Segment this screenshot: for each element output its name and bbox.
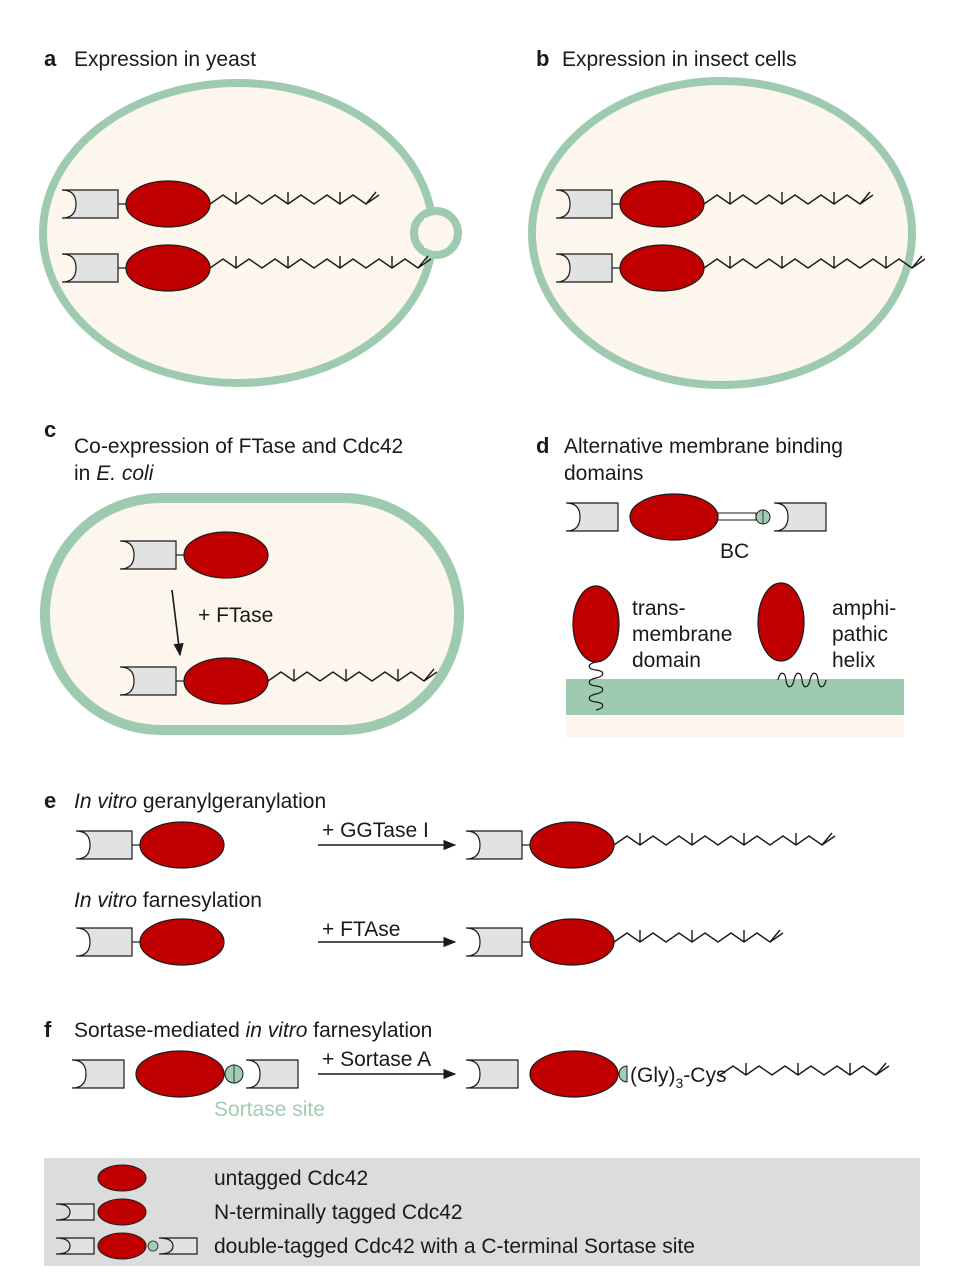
c-terminal-tag: [245, 1059, 299, 1089]
tagged-cdc42-unmodified: [119, 531, 269, 579]
legend-tagged-icon: [97, 1198, 147, 1226]
cdc42-protein: [529, 1050, 619, 1098]
ftase-arrow-label-e: + FTAse: [322, 918, 400, 941]
n-terminal-tag: [565, 502, 619, 532]
panel-c: c Co-expression of FTase and Cdc42 in E.…: [40, 417, 464, 735]
panel-c-title-line1: Co-expression of FTase and Cdc42: [74, 435, 403, 458]
legend: untagged Cdc42 N-terminally tagged Cdc42…: [44, 1158, 920, 1266]
tm-label-3: domain: [632, 649, 701, 672]
tagged-cdc42-geranylgeranyl: [61, 244, 432, 292]
panel-d-title-line1: Alternative membrane binding: [564, 435, 843, 458]
panel-e: e In vitro geranylgeranylation + GGTase …: [44, 788, 836, 966]
panel-b: b Expression in insect cells: [528, 46, 926, 389]
cdc42-protein: [135, 1050, 225, 1098]
panel-e-title-2: In vitro farnesylation: [74, 889, 262, 912]
panel-b-letter: b: [536, 46, 549, 71]
linker-label: (Gly)3-Cys: [630, 1064, 726, 1091]
ftase-arrow: [171, 589, 184, 657]
panel-d-title-line2: domains: [564, 462, 643, 485]
tm-label-2: membrane: [632, 623, 732, 646]
panel-d: d Alternative membrane binding domains B…: [536, 433, 904, 737]
bc-label: BC: [720, 540, 749, 563]
c-terminal-tag: [773, 502, 827, 532]
legend-double-tagged-icon: [97, 1232, 147, 1260]
legend-c-tag-icon: [158, 1237, 198, 1255]
ah-label-1: amphi-: [832, 597, 896, 620]
panel-a: a Expression in yeast: [39, 46, 462, 387]
cdc42-protein: [629, 493, 719, 541]
insect-cell: [528, 77, 916, 389]
n-terminal-tag: [71, 1059, 125, 1089]
ah-label-2: pathic: [832, 623, 888, 646]
legend-tag-icon: [55, 1203, 95, 1221]
n-terminal-tag: [465, 1059, 519, 1089]
tm-label-1: trans-: [632, 597, 686, 620]
tagged-cdc42-farnesyl: [119, 657, 438, 705]
panel-c-title-line2: in E. coli: [74, 462, 155, 485]
amphipathic-helix: [777, 672, 827, 688]
membrane: [566, 679, 904, 715]
tagged-cdc42-unmodified: [75, 918, 225, 966]
legend-item-untagged: untagged Cdc42: [214, 1167, 368, 1190]
legend-sortase-icon: [147, 1240, 159, 1252]
sortase-half-site: [618, 1065, 628, 1083]
tagged-cdc42-farnesyl: [61, 180, 380, 228]
panel-a-letter: a: [44, 46, 57, 71]
panel-f: f Sortase-mediated in vitro farnesylatio…: [44, 1017, 890, 1121]
sortase-site-label: Sortase site: [214, 1098, 325, 1121]
tagged-cdc42-geranylgeranyl: [465, 821, 836, 869]
tagged-cdc42-farnesyl: [555, 180, 874, 228]
legend-untagged-icon: [97, 1164, 147, 1192]
ftase-arrow-label: + FTase: [198, 604, 273, 627]
legend-tag-icon: [55, 1237, 95, 1255]
transmembrane-helix: [588, 661, 604, 711]
tagged-cdc42-unmodified: [75, 821, 225, 869]
ah-label-3: helix: [832, 649, 876, 672]
legend-item-n-tagged: N-terminally tagged Cdc42: [214, 1201, 463, 1224]
panel-f-title: Sortase-mediated in vitro farnesylation: [74, 1019, 432, 1042]
ggtase-arrow-label: + GGTase I: [322, 819, 429, 842]
tagged-cdc42-farnesyl: [465, 918, 784, 966]
panel-e-letter: e: [44, 788, 56, 813]
panel-a-title: Expression in yeast: [74, 48, 256, 71]
panel-f-letter: f: [44, 1017, 52, 1042]
membrane-lumen: [566, 715, 904, 737]
panel-c-letter: c: [44, 417, 56, 442]
yeast-cell: [39, 79, 437, 387]
panel-b-title: Expression in insect cells: [562, 48, 797, 71]
legend-item-double-tagged: double-tagged Cdc42 with a C-terminal So…: [214, 1235, 695, 1258]
panel-e-title-1: In vitro geranylgeranylation: [74, 790, 326, 813]
tagged-cdc42-geranylgeranyl: [555, 244, 926, 292]
panel-d-letter: d: [536, 433, 549, 458]
cdc42-amphipathic: [757, 582, 805, 662]
cdc42-transmembrane: [572, 585, 620, 663]
farnesyl-chain: [719, 1062, 890, 1076]
bc-linker: [717, 512, 757, 521]
sortase-arrow-label: + Sortase A: [322, 1048, 431, 1071]
